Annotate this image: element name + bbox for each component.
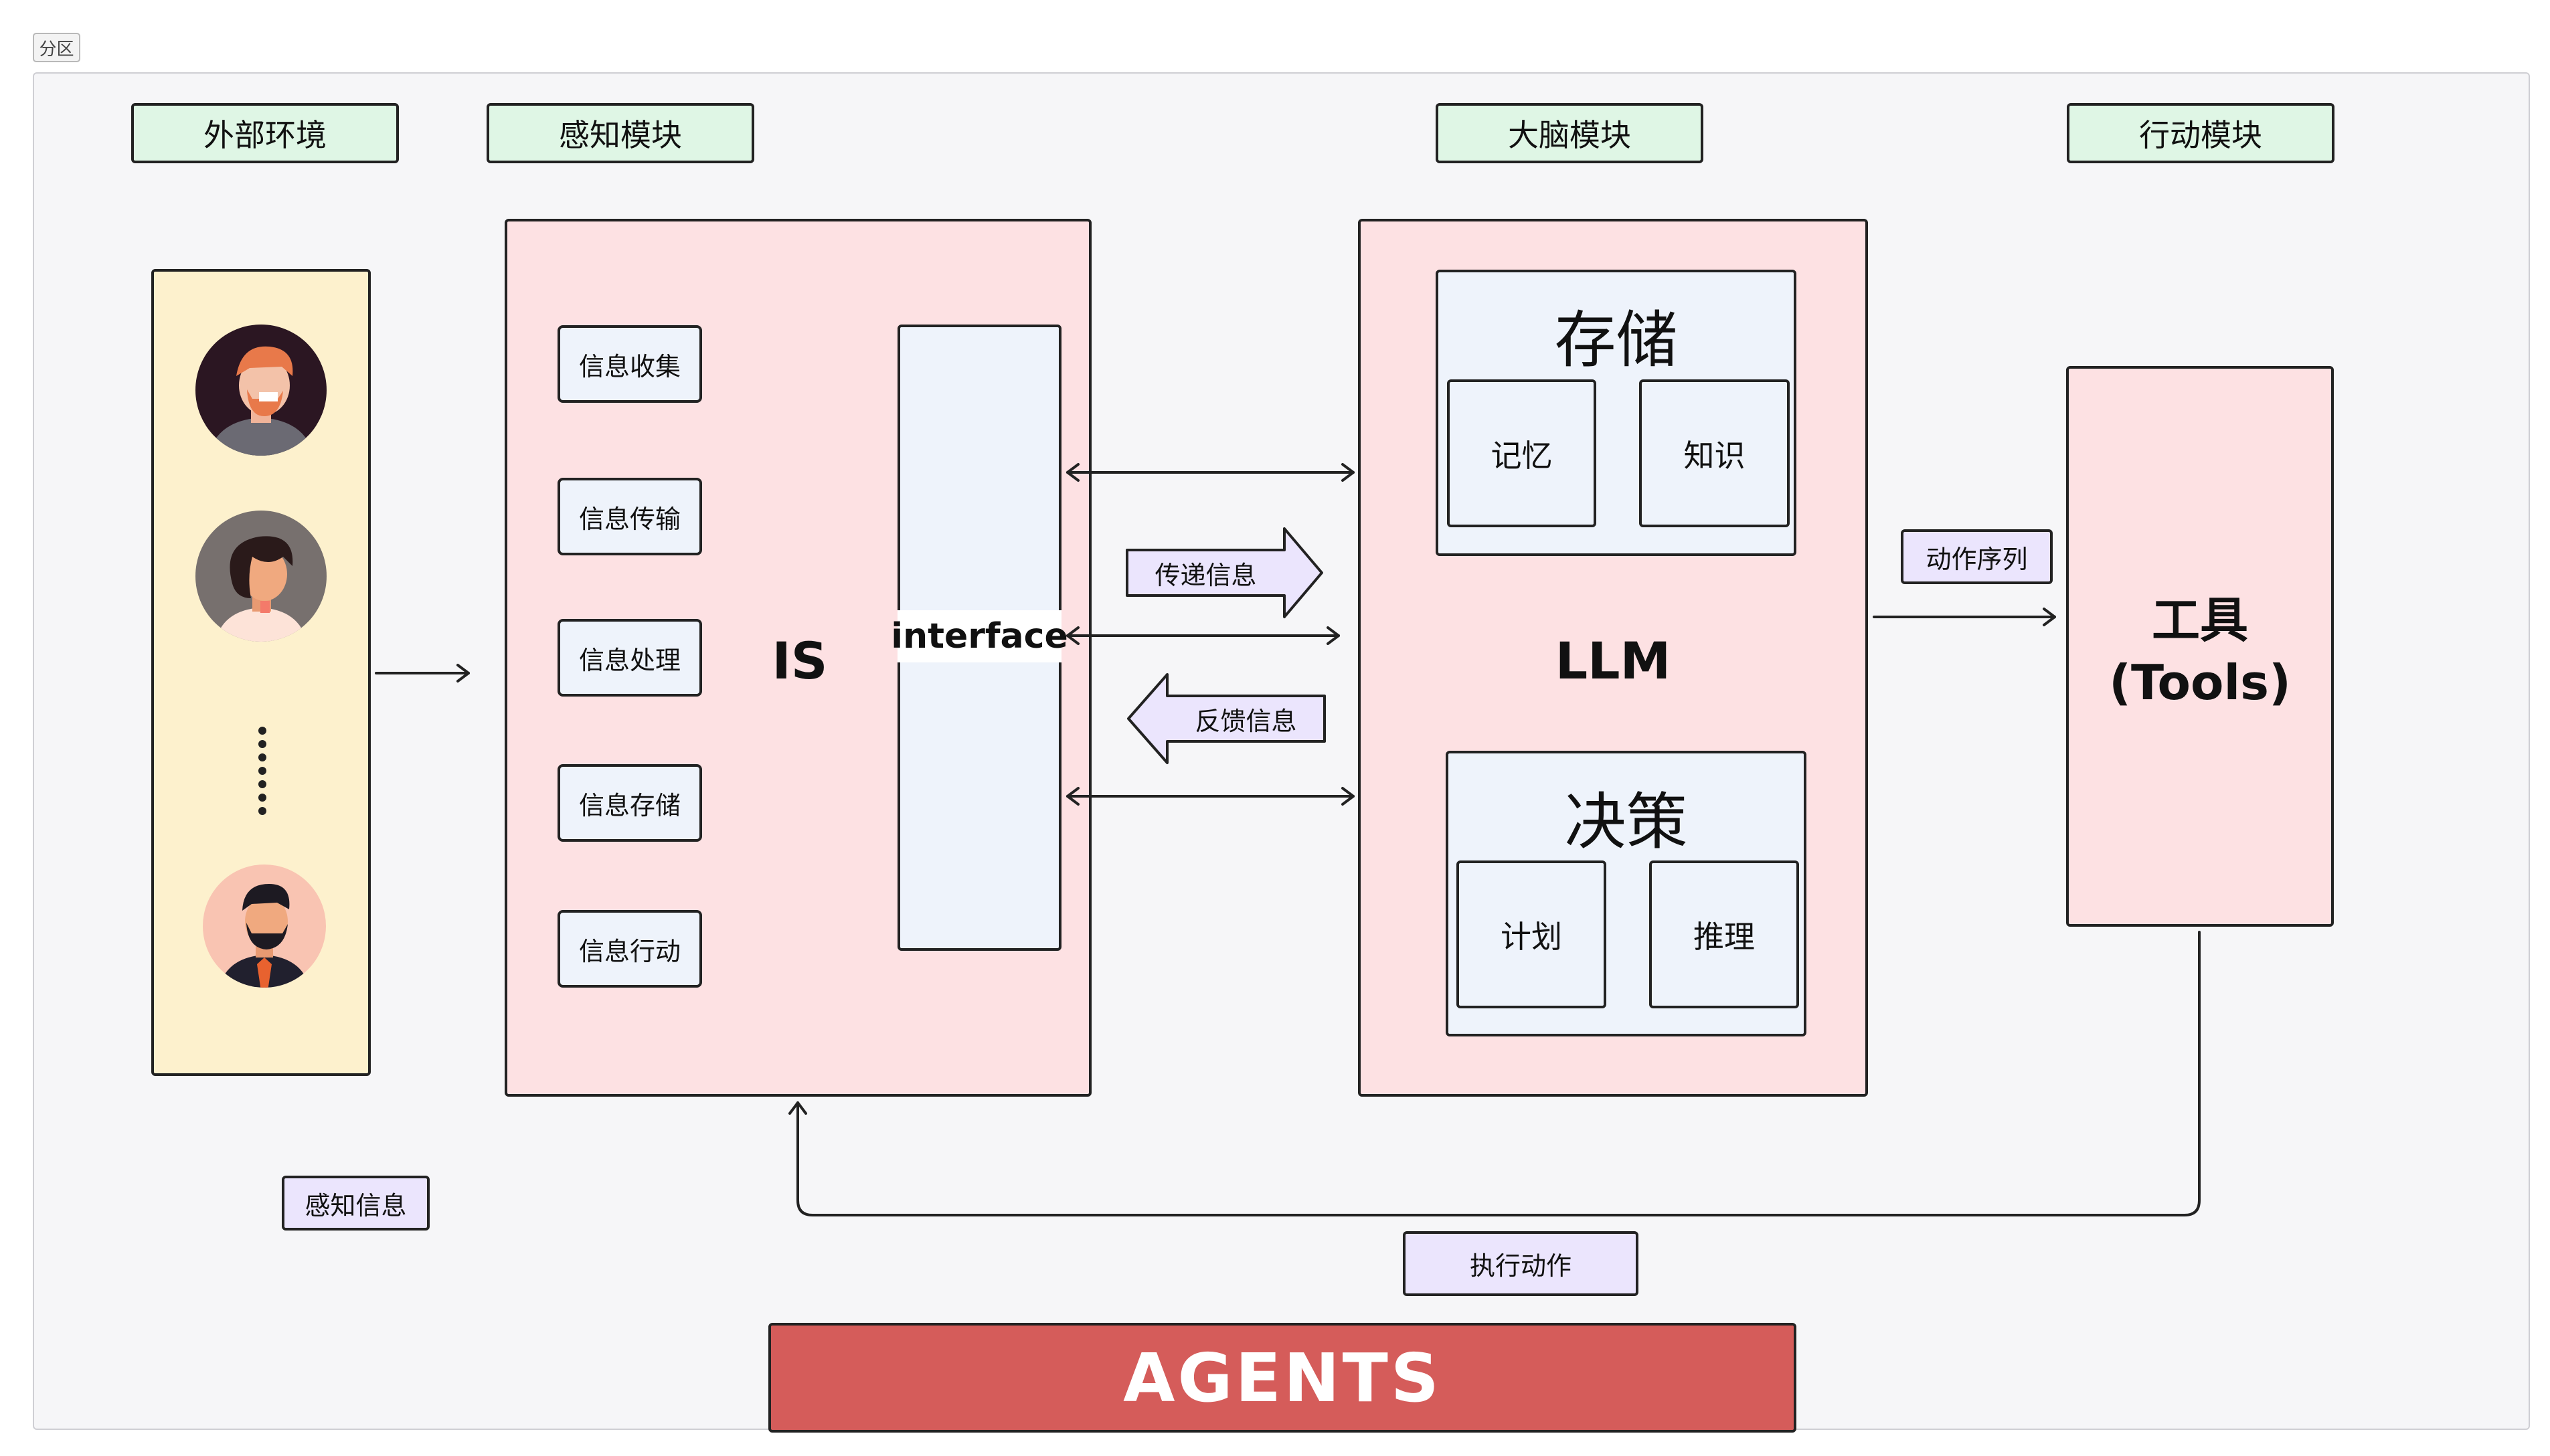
agents-banner: AGENTS: [768, 1323, 1796, 1433]
info-box-transmit: 信息传输: [558, 478, 702, 555]
tools-label-cn: 工具: [2151, 592, 2248, 648]
execute-action-tag: 执行动作: [1403, 1231, 1638, 1296]
tools-panel: [2066, 366, 2334, 927]
llm-label: LLM: [1555, 630, 1671, 691]
action-sequence-tag: 动作序列: [1901, 529, 2053, 584]
knowledge-box: 知识: [1639, 379, 1790, 527]
tools-label-en: (Tools): [2109, 654, 2291, 711]
info-box-collect: 信息收集: [558, 325, 702, 403]
section-label-brain: 大脑模块: [1436, 103, 1703, 163]
reasoning-box: 推理: [1649, 860, 1799, 1008]
info-box-process: 信息处理: [558, 619, 702, 697]
section-label-perception: 感知模块: [487, 103, 754, 163]
perceive-info-tag: 感知信息: [282, 1176, 430, 1231]
pass-info-arrow-icon: [1126, 527, 1323, 618]
is-label: IS: [772, 630, 828, 691]
person-avatar-1: [195, 325, 327, 456]
decision-title: 决策: [1564, 786, 1688, 858]
info-box-act: 信息行动: [558, 910, 702, 988]
person-avatar-2: [195, 511, 327, 642]
person-avatar-3: [203, 864, 326, 988]
section-label-action: 行动模块: [2067, 103, 2334, 163]
section-label-environment: 外部环境: [131, 103, 399, 163]
pass-info-label: 传递信息: [1155, 560, 1257, 590]
interface-label: interface: [891, 610, 1068, 662]
feedback-info-label: 反馈信息: [1195, 706, 1297, 736]
ellipsis-dots-icon: [258, 727, 266, 815]
info-box-store: 信息存储: [558, 764, 702, 842]
partition-tag: 分区: [33, 33, 80, 62]
feedback-info-arrow-icon: [1127, 673, 1326, 764]
memory-box: 记忆: [1447, 379, 1596, 527]
storage-title: 存储: [1554, 304, 1678, 376]
plan-box: 计划: [1456, 860, 1606, 1008]
